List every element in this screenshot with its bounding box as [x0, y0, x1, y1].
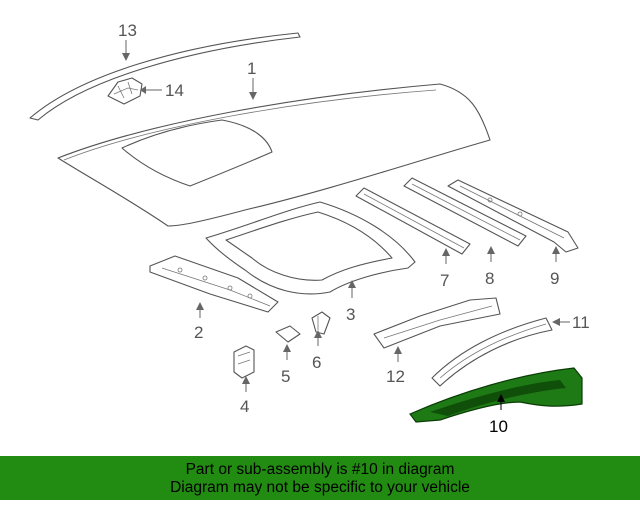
part-12-roof-rail[interactable] — [373, 297, 501, 349]
part-13-roof-molding[interactable] — [29, 32, 301, 121]
callout-11-label: 11 — [572, 313, 590, 332]
callout-5-label: 5 — [281, 367, 290, 386]
callout-9-label: 9 — [550, 269, 559, 288]
part-8-roof-bow[interactable] — [403, 177, 527, 247]
callout-9: 9 — [550, 246, 560, 288]
part-6-bracket[interactable] — [311, 311, 331, 335]
part-5-pad[interactable] — [275, 325, 301, 343]
callout-6-label: 6 — [312, 353, 321, 372]
callout-13-label: 13 — [118, 21, 137, 40]
banner-line-2: Diagram may not be specific to your vehi… — [170, 479, 470, 496]
part-2-front-header[interactable] — [149, 255, 279, 313]
callout-3: 3 — [346, 280, 356, 324]
part-14-clip[interactable] — [107, 77, 143, 105]
callout-10-label: 10 — [489, 417, 508, 436]
part-9-rear-header[interactable] — [447, 179, 579, 253]
part-10-outer-panel[interactable] — [409, 367, 583, 423]
callout-4: 4 — [240, 376, 250, 416]
part-7-roof-bow[interactable] — [355, 187, 471, 255]
part-4-bracket[interactable] — [233, 345, 255, 379]
callout-14: 14 — [140, 81, 184, 100]
callout-5: 5 — [281, 344, 291, 386]
part-1-roof-panel[interactable] — [57, 83, 491, 227]
callout-1: 1 — [247, 59, 257, 100]
callout-13: 13 — [118, 21, 137, 61]
banner-line-1: Part or sub-assembly is #10 in diagram — [185, 461, 455, 478]
callout-2: 2 — [194, 302, 204, 342]
callout-1-label: 1 — [247, 59, 256, 78]
callout-7-label: 7 — [440, 271, 449, 290]
callout-8: 8 — [485, 246, 495, 288]
part-11-inner-rail[interactable] — [431, 317, 553, 387]
callout-12-label: 12 — [386, 367, 405, 386]
part-3-sunroof-frame[interactable] — [205, 201, 416, 295]
callout-7: 7 — [440, 248, 450, 290]
callout-6: 6 — [312, 330, 322, 372]
callout-12: 12 — [386, 346, 405, 386]
callout-10: 10 — [489, 394, 508, 436]
callout-11: 11 — [552, 313, 590, 332]
callout-14-label: 14 — [165, 81, 184, 100]
callout-3-label: 3 — [346, 305, 355, 324]
callout-8-label: 8 — [485, 269, 494, 288]
callout-4-label: 4 — [240, 397, 249, 416]
info-banner: Part or sub-assembly is #10 in diagram D… — [0, 456, 640, 500]
callout-2-label: 2 — [194, 323, 203, 342]
